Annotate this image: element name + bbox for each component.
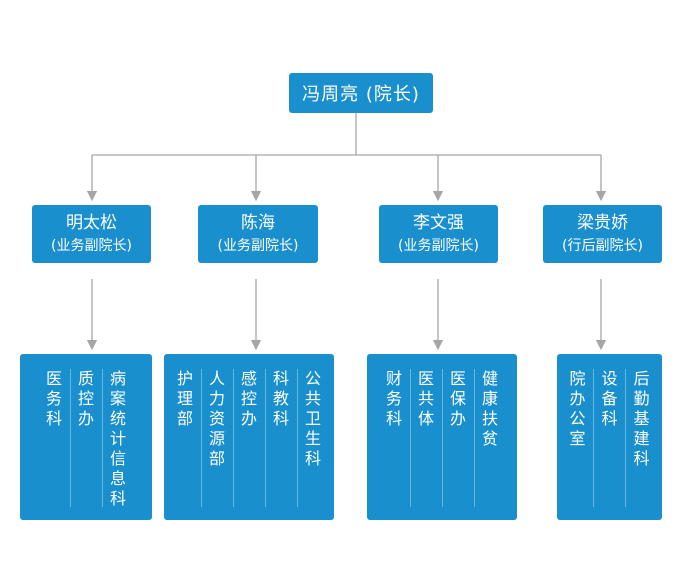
department-label: 人力资源部	[200, 369, 233, 507]
leader-node-4: 梁贵娇 (行后副院长)	[543, 205, 662, 263]
department-label: 医保办	[441, 369, 474, 507]
department-label: 科教科	[264, 369, 297, 507]
department-label: 医共体	[409, 369, 442, 507]
leader-name: 明太松	[66, 213, 117, 233]
leader-name: 梁贵娇	[577, 213, 628, 233]
department-label: 设备科	[593, 369, 625, 507]
leader-node-1: 明太松 (业务副院长)	[32, 205, 151, 263]
department-label: 院办公室	[569, 369, 586, 448]
department-label: 财务科	[385, 369, 402, 428]
leader-node-2: 陈海 (业务副院长)	[198, 205, 318, 263]
leader-role: (业务副院长)	[398, 238, 479, 254]
root-node: 冯周亮 (院长)	[289, 73, 433, 113]
root-label: 冯周亮 (院长)	[302, 84, 420, 105]
dept-group-1: 医务科质控办病案统计信息科	[20, 354, 152, 520]
department-label: 护理部	[176, 369, 193, 428]
department-label: 质控办	[69, 369, 102, 507]
department-label: 病案统计信息科	[101, 369, 134, 508]
leader-role: (行后副院长)	[562, 238, 643, 254]
leader-role: (业务副院长)	[51, 238, 132, 254]
dept-group-2: 护理部人力资源部感控办科教科公共卫生科	[164, 354, 334, 520]
department-label: 公共卫生科	[296, 369, 329, 507]
dept-group-3: 财务科医共体医保办健康扶贫	[367, 354, 517, 520]
department-label: 后勤基建科	[625, 369, 657, 507]
leader-name: 李文强	[413, 213, 464, 233]
dept-group-4: 院办公室设备科后勤基建科	[557, 354, 662, 520]
department-label: 感控办	[232, 369, 265, 507]
leader-role: (业务副院长)	[217, 238, 299, 254]
leader-name: 陈海	[241, 213, 275, 233]
leader-node-3: 李文强 (业务副院长)	[379, 205, 498, 263]
department-label: 医务科	[45, 369, 62, 428]
department-label: 健康扶贫	[473, 369, 506, 507]
